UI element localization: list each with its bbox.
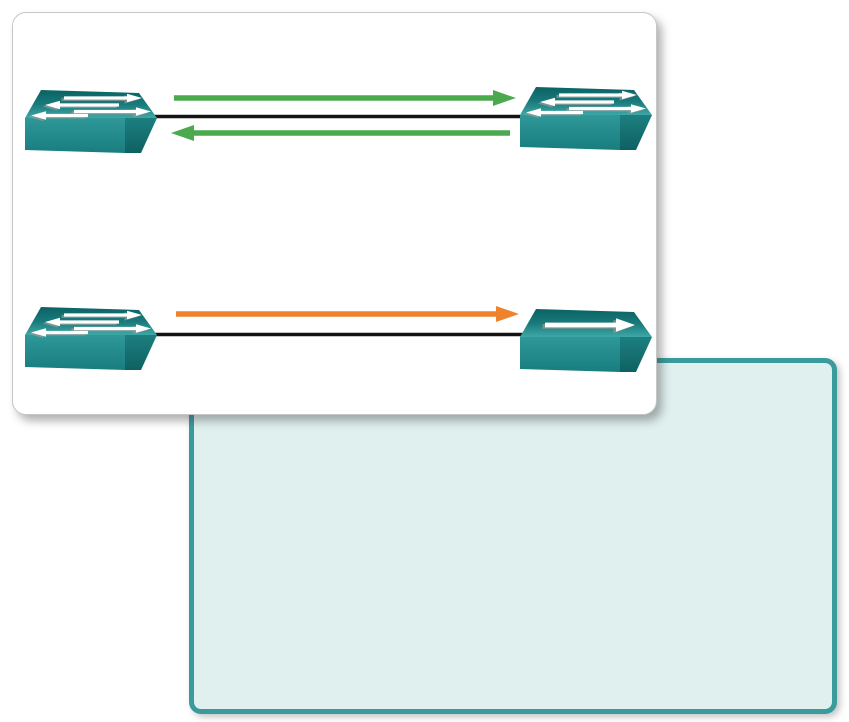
return-traffic-arrow-icon — [171, 125, 510, 141]
forward-traffic-arrow-icon — [174, 90, 516, 106]
switch-icon — [520, 87, 652, 150]
topology-diagram — [25, 87, 652, 372]
hub-icon — [520, 309, 652, 372]
switch-icon — [25, 90, 157, 153]
topology-figure-card — [12, 12, 657, 415]
full-duplex-link-group — [25, 87, 652, 153]
half-duplex-link-group — [25, 306, 652, 372]
half-duplex-traffic-arrow-icon — [176, 306, 519, 322]
switch-icon — [25, 307, 157, 370]
